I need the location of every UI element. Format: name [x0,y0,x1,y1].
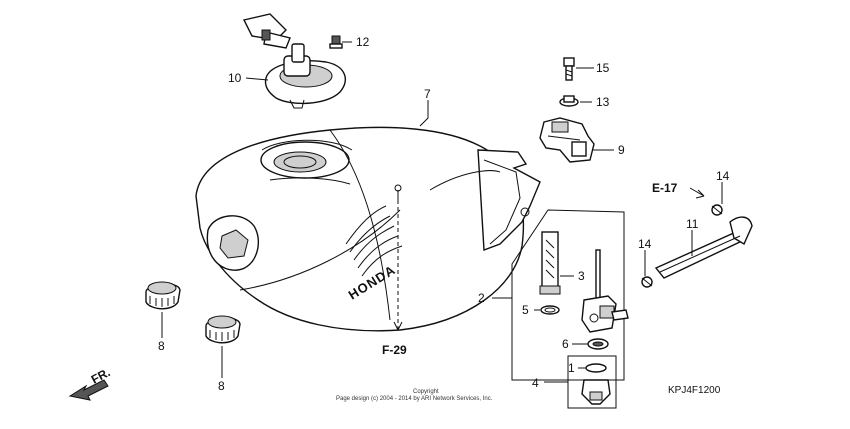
callout-4: 4 [532,376,539,390]
tank-mount-bracket[interactable] [539,117,595,163]
callout-10: 10 [228,71,242,85]
callout-8-lower: 8 [218,379,225,393]
callout-6: 6 [562,337,569,351]
callout-9: 9 [618,143,625,157]
callout-15: 15 [596,61,610,75]
callout-5: 5 [522,303,529,317]
copyright-line-2: Page design (c) 2004 - 2014 by ARI Netwo… [336,396,493,402]
ref-e17[interactable]: E-17 [652,181,678,195]
fuel-cup-group-frame [567,355,617,409]
packing-6[interactable] [587,338,609,350]
callout-14-upper: 14 [716,169,730,183]
callout-2: 2 [478,291,485,305]
rubber-grommet-lower[interactable] [205,315,241,344]
front-label: FR. [89,365,113,386]
fuel-strainer[interactable] [539,231,561,295]
bolt-15[interactable] [563,57,575,81]
callout-8-upper: 8 [158,339,165,353]
callout-14-lower: 14 [638,237,652,251]
callout-13: 13 [596,95,610,109]
callout-1: 1 [568,361,575,375]
bolt-12[interactable] [329,35,343,49]
fuel-cap-assembly[interactable] [242,13,346,109]
leader-lines [161,41,723,383]
fuel-valve[interactable] [581,249,629,333]
callout-7: 7 [424,87,431,101]
honda-wing-emblem [345,205,403,277]
rubber-grommet-upper[interactable] [145,281,181,310]
fuel-tank[interactable]: HONDA [195,126,541,332]
collar-13[interactable] [559,95,579,107]
tube-clip-upper[interactable] [711,204,723,216]
fuel-valve-group-frame [511,209,625,381]
ref-f29[interactable]: F-29 [382,343,407,357]
callout-12: 12 [356,35,370,49]
diagram-code: KPJ4F1200 [668,385,721,396]
front-direction-indicator: FR. [68,365,113,401]
o-ring-5[interactable] [540,305,560,315]
fuel-tube[interactable] [654,216,753,279]
fuel-cup[interactable] [581,363,611,405]
copyright-line-1: Copyright [413,389,439,395]
tube-clip-lower[interactable] [641,276,653,288]
callout-3: 3 [578,269,585,283]
callout-11: 11 [686,217,699,231]
